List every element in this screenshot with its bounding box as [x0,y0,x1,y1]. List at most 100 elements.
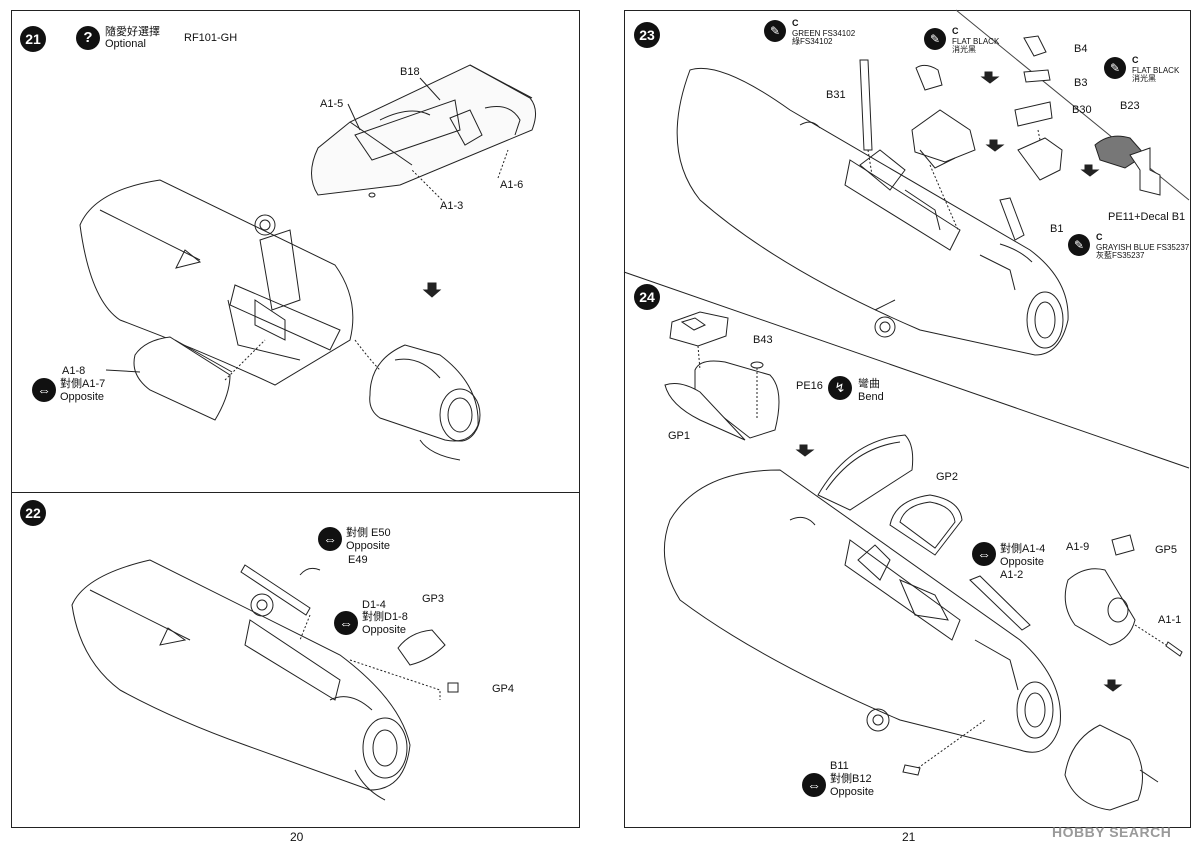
s24-part-a11: A1-1 [1158,614,1182,626]
s21-optional-en: Optional [105,38,146,50]
s24-part-canopy [818,435,913,510]
s21-arrow-down-icon [424,283,440,297]
s21-side-panel [134,337,232,420]
s24-part-a12: A1-2 [1000,569,1024,581]
s22-part-gp4 [448,683,458,692]
s23-color4-en: GRAYISH BLUE FS35237 [1096,243,1190,252]
s23-color1-code: C [792,18,799,28]
s22-part-gp3: GP3 [422,593,445,605]
s24-opp2-cn: 對側B12 [830,773,872,785]
paint-brush-icon: ✎ [924,28,946,50]
s22-part-e49 [241,565,310,615]
s22-fuselage-body [72,560,410,800]
s24-part-a19: A1-9 [1066,541,1090,553]
s23-part-b4 [1024,36,1046,56]
s23-part-b30 [1015,102,1052,126]
s24-part-small-pin [751,362,763,368]
s21-part-a16: A1-6 [500,179,524,191]
watermark: HOBBY SEARCH [1052,824,1172,840]
s23-color1-en: GREEN FS34102 [792,29,856,38]
opposite-arrow-icon: ⇔ [802,773,826,797]
opposite-arrow-icon: ⇔ [32,378,56,402]
bend-icon: ↯ [828,376,852,400]
s23-color3-en: FLAT BLACK [1132,66,1180,75]
s23-color3-code: C [1132,55,1139,65]
paint-brush-icon: ✎ [1068,234,1090,256]
s23-part-b1 [1000,198,1024,240]
s24-part-pe16-panel [695,361,779,438]
s23-color2-en: FLAT BLACK [952,37,1000,46]
s22-opp2-en: Opposite [362,624,407,636]
s22-opp1-cn: 對側 E50 [346,527,391,539]
s24-part-gp2: GP2 [936,471,959,483]
s23-part-b31 [860,60,872,150]
s24-fuselage-body [664,470,1060,752]
s24-part-a19 [1065,569,1135,645]
s21-part-b18: B18 [400,66,420,78]
s21-part-a18: A1-8 [62,365,86,377]
s23-color4-cn: 灰藍FS35237 [1096,251,1145,260]
s23-color2-cn: 消光黑 [952,45,976,54]
s24-part-b11 [903,765,920,775]
s23-part-b3: B3 [1074,77,1088,89]
s23-color2-code: C [952,26,959,36]
s23-part-canopy-frame [912,110,975,162]
s23-part-b31: B31 [826,89,846,101]
s24-part-pe16: PE16 [796,380,823,392]
step-23-number: 23 [634,22,660,48]
s21-upper-nose-panel [312,65,536,197]
s22-opp1-en: Opposite [346,540,391,552]
s24-arrow-icon-1 [797,445,813,456]
s23-part-b30: B30 [1072,104,1092,116]
right-page-number: 21 [902,830,916,844]
s21-optional-cn: 隨愛好選擇 [105,26,160,38]
s23-part-b1: B1 [1050,223,1064,235]
opposite-arrow-icon: ⇔ [334,611,358,635]
s24-part-b11: B11 [830,760,849,772]
s24-part-b43: B43 [753,334,773,346]
s24-nose-cone [1065,725,1143,810]
s21-opposite-en: Opposite [60,391,105,403]
paint-brush-icon: ✎ [1104,57,1126,79]
step-21-number: 21 [20,26,46,52]
s23-fuselage-body [677,68,1068,355]
question-icon: ? [76,26,100,50]
s24-part-a12 [970,576,1030,630]
s23-color4-code: C [1096,232,1103,242]
s24-opp1-cn: 對側A1-4 [1000,543,1046,555]
s23-part-b23 [1095,136,1145,168]
step-22-number: 22 [20,500,46,526]
s23-part-b4: B4 [1074,43,1088,55]
s23-color3-cn: 消光黑 [1132,74,1156,83]
s24-part-gp5 [1112,535,1134,555]
step-divider-line [624,272,1189,468]
s22-part-d14: D1-4 [362,599,386,611]
s21-part-a15: A1-5 [320,98,344,110]
opposite-arrow-icon: ⇔ [318,527,342,551]
s24-part-gp1 [665,384,745,440]
s24-arrow-icon-2 [1105,680,1121,691]
left-page-number: 20 [290,830,304,844]
step-24-number: 24 [634,284,660,310]
s21-nose-cone [370,345,480,460]
s24-bend-en: Bend [858,391,884,403]
s24-opp1-en: Opposite [1000,556,1045,568]
s24-part-a11 [1166,642,1182,656]
s21-fuselage-body [80,180,353,385]
s24-bend-cn: 彎曲 [858,378,880,390]
s23-part-b23: B23 [1120,100,1140,112]
s22-part-e49: E49 [348,554,368,566]
s23-part-pe11: PE11+Decal B1 [1108,211,1186,223]
s24-part-gp1: GP1 [668,430,691,442]
s24-part-gp2 [890,495,962,555]
s21-opposite-cn: 對側A1-7 [60,378,106,390]
s22-part-gp4: GP4 [492,683,515,695]
s22-opp2-cn: 對側D1-8 [362,611,408,623]
s21-part-a13: A1-3 [440,200,464,212]
s24-opp2-en: Opposite [830,786,875,798]
s22-part-gp3 [398,630,445,665]
s23-arrow-icon-3 [1082,165,1098,176]
s23-arrow-icon-1 [982,72,998,83]
s24-part-gp5: GP5 [1155,544,1178,556]
